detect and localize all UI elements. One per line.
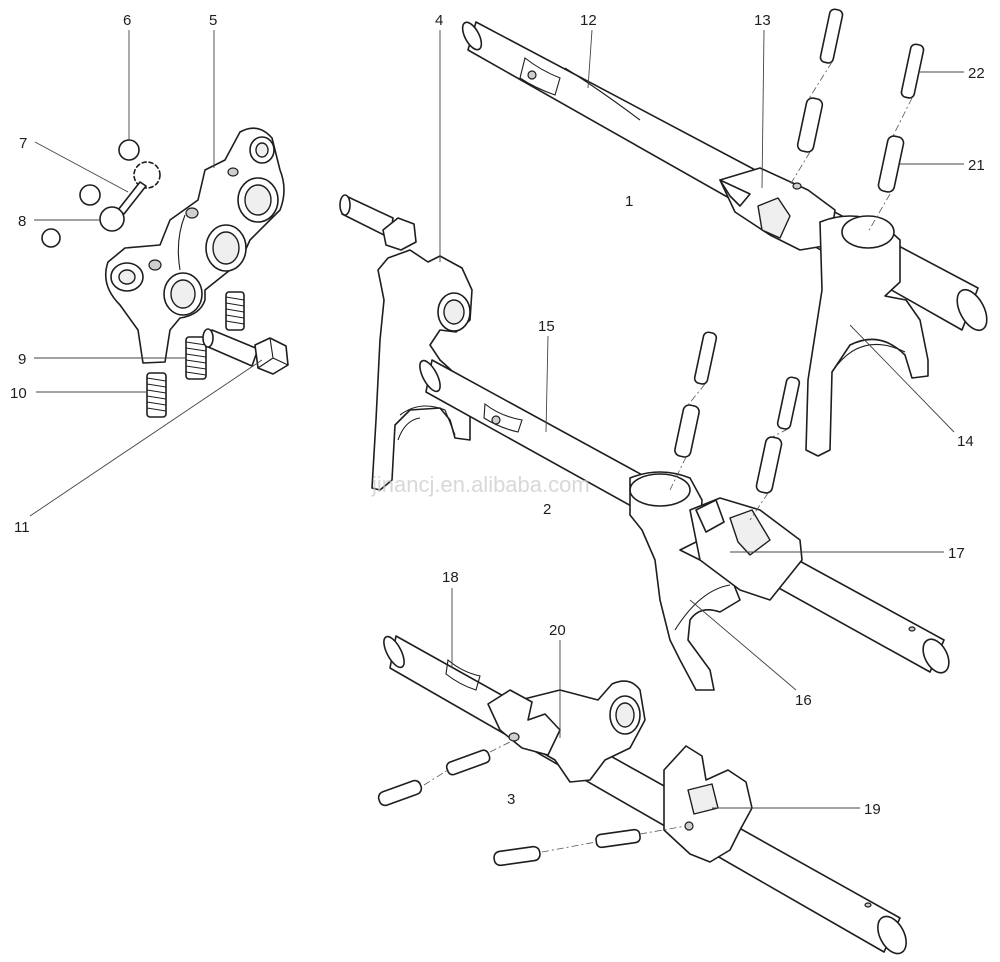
roll-pin — [377, 779, 423, 807]
callout-11: 11 — [14, 519, 30, 536]
spring-pins-rail-1 — [789, 8, 925, 233]
shift-rail-assembly-3 — [377, 635, 907, 955]
callout-22: 22 — [968, 65, 985, 82]
callout-8: 8 — [18, 213, 26, 230]
roll-pin-21 — [877, 135, 905, 193]
callout-10: 10 — [10, 385, 27, 402]
ball — [41, 228, 61, 248]
spring-10 — [146, 372, 167, 418]
callout-18: 18 — [442, 569, 459, 586]
callout-13: 13 — [754, 12, 771, 29]
leader-lines — [29, 29, 964, 809]
spring-pins-rail-3 — [377, 741, 687, 867]
roll-pin — [755, 436, 783, 494]
interlock-pin — [99, 181, 147, 232]
callout-6: 6 — [123, 12, 131, 29]
callout-labels: 6 5 7 8 9 10 11 4 12 13 22 21 1 15 14 2 … — [10, 12, 985, 818]
callout-15: 15 — [538, 318, 555, 335]
spring-pins-rail-2 — [669, 331, 801, 521]
roll-pin — [693, 331, 718, 385]
shift-fork-16 — [629, 471, 741, 691]
callout-16: 16 — [795, 692, 812, 709]
callout-12: 12 — [580, 12, 597, 29]
callout-3: 3 — [507, 791, 515, 808]
roll-pin — [493, 845, 541, 867]
callout-9: 9 — [18, 351, 26, 368]
shift-rail-assembly-1 — [339, 8, 988, 491]
shift-fork-4 — [339, 194, 473, 491]
spring-upper — [225, 291, 245, 331]
shift-fork-14 — [805, 215, 929, 457]
detent-block-assembly — [41, 127, 289, 418]
roll-pin — [796, 97, 824, 153]
callout-21: 21 — [968, 157, 985, 174]
shift-lever-20 — [487, 680, 646, 783]
ball — [79, 184, 101, 206]
spring-9 — [185, 336, 207, 380]
callout-19: 19 — [864, 801, 881, 818]
callout-17: 17 — [948, 545, 965, 562]
roll-pin — [674, 404, 700, 458]
roll-pin — [819, 8, 844, 64]
callout-7: 7 — [19, 135, 27, 152]
callout-20: 20 — [549, 622, 566, 639]
watermark: jinancj.en.alibaba.com — [371, 472, 590, 497]
callout-14: 14 — [957, 433, 974, 450]
sleeve-13 — [719, 167, 836, 251]
detent-block — [104, 127, 285, 364]
shift-rail-assembly-2 — [419, 331, 950, 691]
ball-6 — [118, 139, 140, 161]
roll-pin — [445, 749, 491, 776]
bolt-11 — [202, 328, 289, 375]
callout-2: 2 — [543, 501, 551, 518]
sleeve-17 — [689, 497, 803, 601]
roll-pin-22 — [900, 43, 925, 99]
shift-rail-18 — [383, 635, 907, 955]
callout-5: 5 — [209, 12, 217, 29]
roll-pin — [776, 376, 801, 430]
callout-4: 4 — [435, 12, 443, 29]
callout-1: 1 — [625, 193, 633, 210]
roll-pin — [595, 828, 641, 849]
